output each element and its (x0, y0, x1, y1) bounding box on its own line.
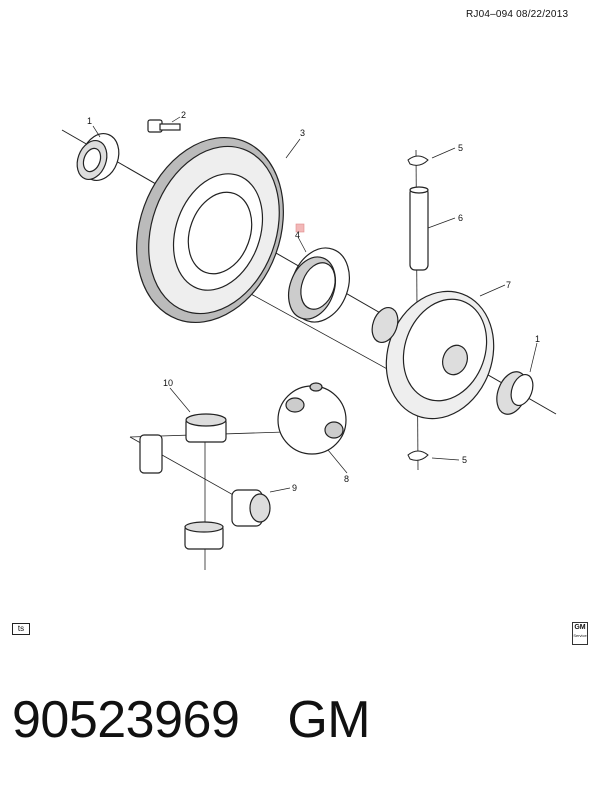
exploded-differential-diagram: 1 2 3 4 5 6 7 1 10 8 5 9 (61, 110, 557, 570)
highlight-marker (295, 223, 305, 233)
brand-name: GM (287, 691, 371, 749)
clip-top (407, 155, 429, 166)
ring-gear-bolt (147, 119, 181, 133)
callout-9: 9 (292, 483, 297, 493)
gm-logo-subtext: Service (573, 633, 587, 638)
callout-8: 8 (344, 474, 349, 484)
callout-5b: 5 (462, 455, 467, 465)
callout-2: 2 (181, 110, 186, 120)
callout-4: 4 (295, 230, 300, 240)
callout-10: 10 (163, 378, 173, 388)
ts-label-box: ts (12, 623, 30, 635)
part-caption: 90523969 GM (12, 690, 371, 750)
gm-logo: GM Service (572, 622, 588, 645)
callout-5a: 5 (458, 143, 463, 153)
callout-6: 6 (458, 213, 463, 223)
pinion-shaft (409, 186, 429, 271)
callout-leaders (92, 116, 538, 493)
callout-1a: 1 (87, 116, 92, 126)
pinion-gear-right (231, 489, 271, 527)
callout-3: 3 (300, 128, 305, 138)
bearing-right (496, 371, 534, 415)
differential-spider (277, 382, 347, 455)
callout-1b: 1 (535, 334, 540, 344)
bearing-left (76, 133, 120, 181)
ring-gear (136, 136, 284, 324)
side-gear-left (139, 434, 163, 474)
side-gear-bottom (184, 521, 224, 550)
clip-bottom (407, 450, 429, 461)
diagram-reference-code: RJ04–094 08/22/2013 (466, 9, 569, 20)
differential-case (371, 290, 495, 420)
part-number: 90523969 (12, 691, 240, 749)
pinion-gear-top (185, 413, 227, 443)
callout-7: 7 (506, 280, 511, 290)
gm-logo-text: GM (574, 624, 586, 631)
bearing-center (288, 223, 350, 323)
